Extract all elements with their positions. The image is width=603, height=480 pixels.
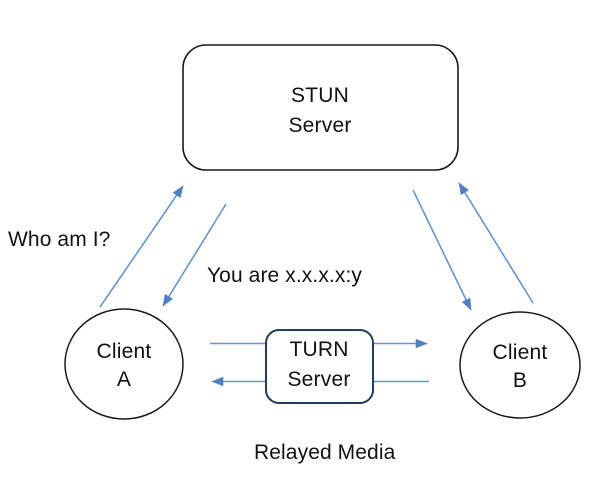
client-b-label-line1: Client xyxy=(493,341,548,364)
turn-server-box xyxy=(265,329,374,404)
turn-server-label-line2: Server xyxy=(287,368,350,391)
who-am-i-label: Who am I? xyxy=(8,228,110,251)
arrow-stun-to-client-b xyxy=(412,189,472,311)
turn-server-label-line1: TURN xyxy=(289,338,348,361)
client-a-label-line1: Client xyxy=(97,340,152,363)
you-are-label: You are x.x.x.x:y xyxy=(207,264,362,287)
client-b-label-line2: B xyxy=(513,369,527,392)
arrow-stun-to-client-a xyxy=(162,203,227,307)
stun-server-label-line1: STUN xyxy=(291,84,349,107)
stun-server-label-line2: Server xyxy=(288,114,351,137)
client-b-circle xyxy=(459,311,581,419)
stun-server-box xyxy=(182,44,459,171)
client-a-circle xyxy=(64,308,184,420)
client-a-label-line2: A xyxy=(117,368,131,391)
arrow-client-b-to-stun xyxy=(458,182,534,304)
arrow-client-a-to-stun xyxy=(99,185,184,308)
relayed-media-label: Relayed Media xyxy=(254,441,396,464)
